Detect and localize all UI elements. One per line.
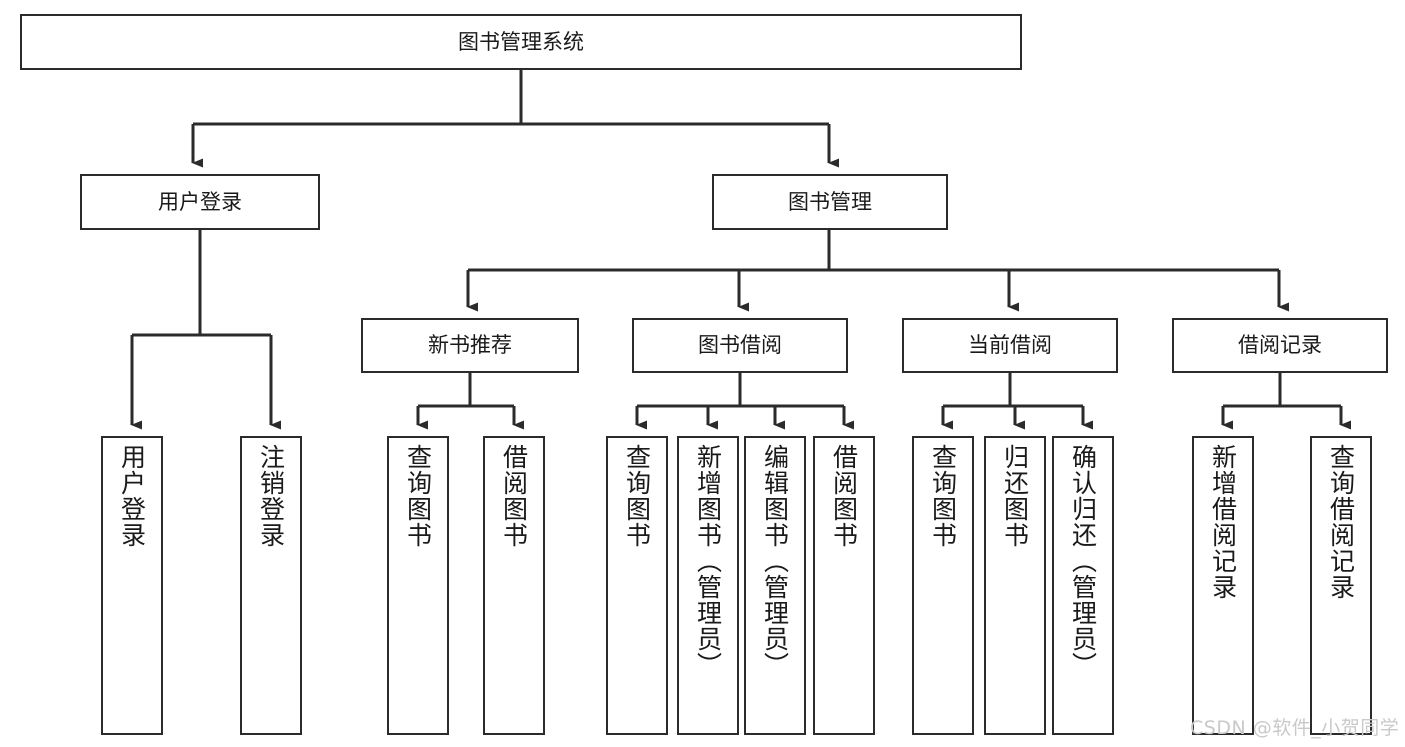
- node-borrow-record[interactable]: 借阅记录: [1172, 318, 1388, 373]
- node-leaf-return-book[interactable]: 归还图书: [984, 436, 1046, 735]
- node-label: 图书借阅: [698, 333, 782, 358]
- node-label: 用户登录: [158, 189, 242, 214]
- node-leaf-query-book-3[interactable]: 查询图书: [912, 436, 974, 735]
- node-leaf-add-record[interactable]: 新增借阅记录: [1192, 436, 1254, 735]
- node-label: 查询借阅记录: [1326, 444, 1356, 600]
- node-label: 查询图书: [403, 444, 433, 548]
- node-label: 新书推荐: [428, 333, 512, 358]
- node-leaf-borrow-book-2[interactable]: 借阅图书: [813, 436, 875, 735]
- node-current-borrow[interactable]: 当前借阅: [902, 318, 1118, 373]
- node-label: 用户登录: [117, 444, 147, 548]
- node-leaf-query-record[interactable]: 查询借阅记录: [1310, 436, 1372, 735]
- node-book-manage[interactable]: 图书管理: [712, 174, 948, 230]
- node-label: 确认归还（管理员）: [1068, 444, 1098, 678]
- node-leaf-query-book-2[interactable]: 查询图书: [606, 436, 668, 735]
- node-leaf-borrow-book-1[interactable]: 借阅图书: [483, 436, 545, 735]
- node-leaf-edit-book[interactable]: 编辑图书（管理员）: [744, 436, 806, 735]
- node-leaf-confirm-return[interactable]: 确认归还（管理员）: [1052, 436, 1114, 735]
- node-label: 编辑图书（管理员）: [760, 444, 790, 678]
- node-label: 注销登录: [256, 444, 286, 548]
- node-label: 新增借阅记录: [1208, 444, 1238, 600]
- node-label: 归还图书: [1000, 444, 1030, 548]
- node-leaf-query-book-1[interactable]: 查询图书: [387, 436, 449, 735]
- node-leaf-logout-login[interactable]: 注销登录: [240, 436, 302, 735]
- node-new-book-recommend[interactable]: 新书推荐: [361, 318, 579, 373]
- node-label: 借阅记录: [1238, 333, 1322, 358]
- node-label: 当前借阅: [968, 333, 1052, 358]
- node-system-title[interactable]: 图书管理系统: [20, 14, 1022, 70]
- node-leaf-user-login[interactable]: 用户登录: [101, 436, 163, 735]
- node-label: 新增图书（管理员）: [693, 444, 723, 678]
- node-label: 查询图书: [622, 444, 652, 548]
- node-label: 借阅图书: [829, 444, 859, 548]
- node-label: 借阅图书: [499, 444, 529, 548]
- node-label: 图书管理系统: [458, 29, 584, 54]
- node-leaf-add-book[interactable]: 新增图书（管理员）: [677, 436, 739, 735]
- node-book-borrow[interactable]: 图书借阅: [632, 318, 848, 373]
- node-label: 查询图书: [928, 444, 958, 548]
- node-label: 图书管理: [788, 189, 872, 214]
- node-user-login[interactable]: 用户登录: [80, 174, 320, 230]
